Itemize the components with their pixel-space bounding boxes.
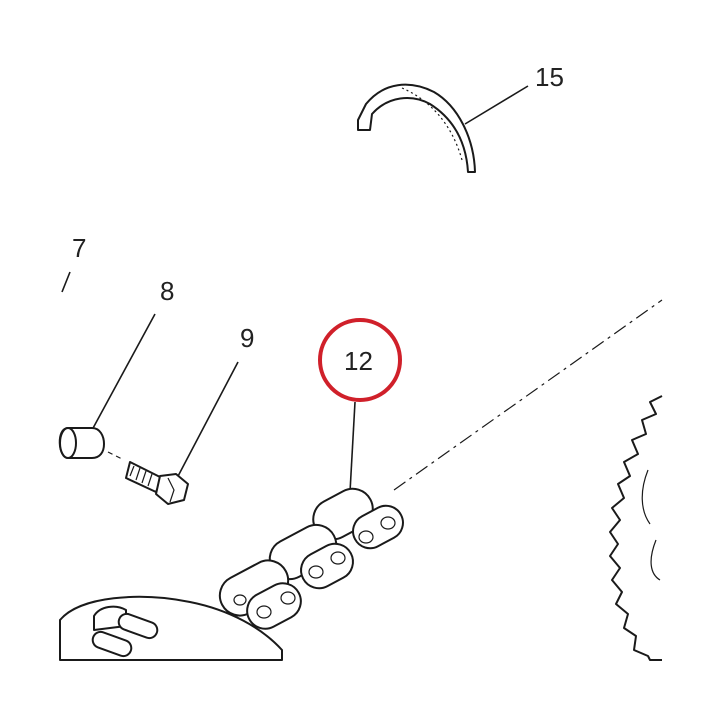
- part-12-chain-link[interactable]: [213, 482, 409, 635]
- leader-line-7: [61, 271, 71, 293]
- leader-line-15: [464, 85, 529, 125]
- leader-line-8: [91, 313, 156, 431]
- axis-line-8-9: [107, 451, 125, 461]
- wheel-hub: [59, 595, 283, 661]
- callout-9: 9: [240, 323, 254, 353]
- part-8-spacer-sleeve[interactable]: [58, 427, 105, 459]
- leader-line-9: [175, 361, 239, 481]
- centerline: [393, 299, 663, 491]
- callout-15: 15: [535, 62, 564, 92]
- callout-7: 7: [72, 233, 86, 263]
- part-15-chain-guide[interactable]: [357, 83, 476, 173]
- highlight-ring-12: [318, 318, 402, 402]
- callout-12: 12: [344, 346, 373, 376]
- sprocket: [609, 395, 663, 661]
- callout-8: 8: [160, 276, 174, 306]
- part-9-bolt[interactable]: [125, 461, 189, 505]
- leader-line-12: [349, 401, 356, 493]
